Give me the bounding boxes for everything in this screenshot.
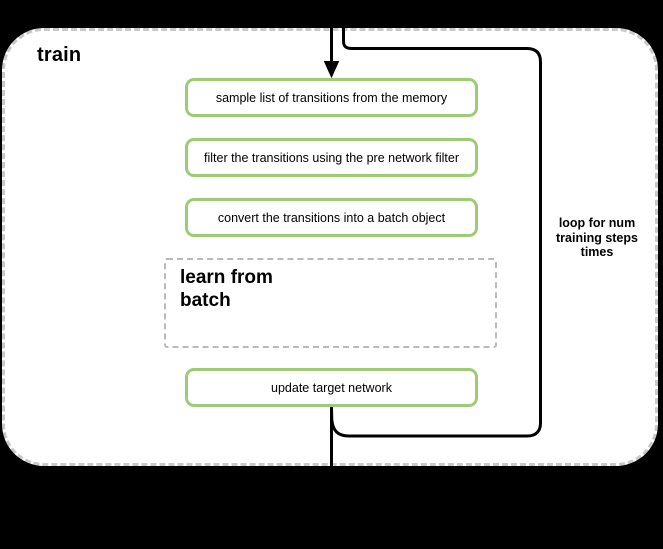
step-update-target-network: update target network [185, 368, 478, 407]
step-sample-transitions: sample list of transitions from the memo… [185, 78, 478, 117]
step-filter-transitions: filter the transitions using the pre net… [185, 138, 478, 177]
subprocess-learn-from-batch: learn from batch [164, 258, 497, 348]
loop-annotation: loop for num training steps times [556, 216, 638, 259]
step-convert-to-batch: convert the transitions into a batch obj… [185, 198, 478, 237]
train-group-label: train [37, 44, 82, 66]
